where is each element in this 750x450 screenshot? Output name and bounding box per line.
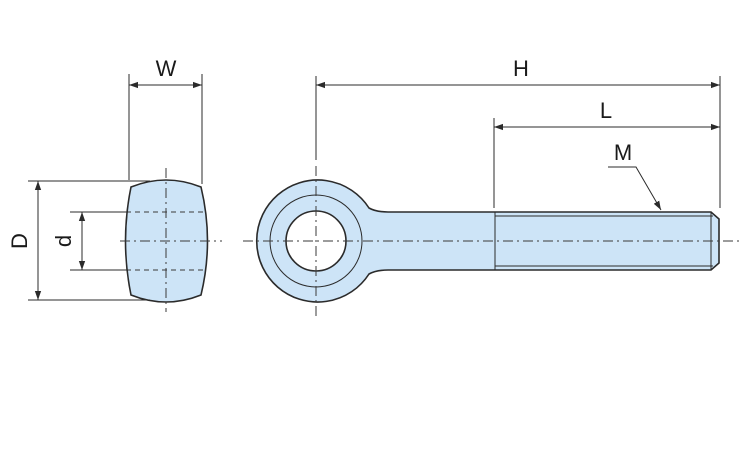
d-inner-dimension-label: d [51, 235, 76, 247]
d-outer-dimension-label: D [7, 233, 32, 249]
m-thread-label: M [614, 140, 632, 165]
h-dimension-label: H [513, 56, 529, 81]
w-dimension-label: W [156, 56, 177, 81]
l-dimension-label: L [600, 98, 612, 123]
m-leader-line [608, 166, 662, 211]
side-view: W D d [7, 56, 222, 312]
front-view: H L M [243, 56, 740, 316]
